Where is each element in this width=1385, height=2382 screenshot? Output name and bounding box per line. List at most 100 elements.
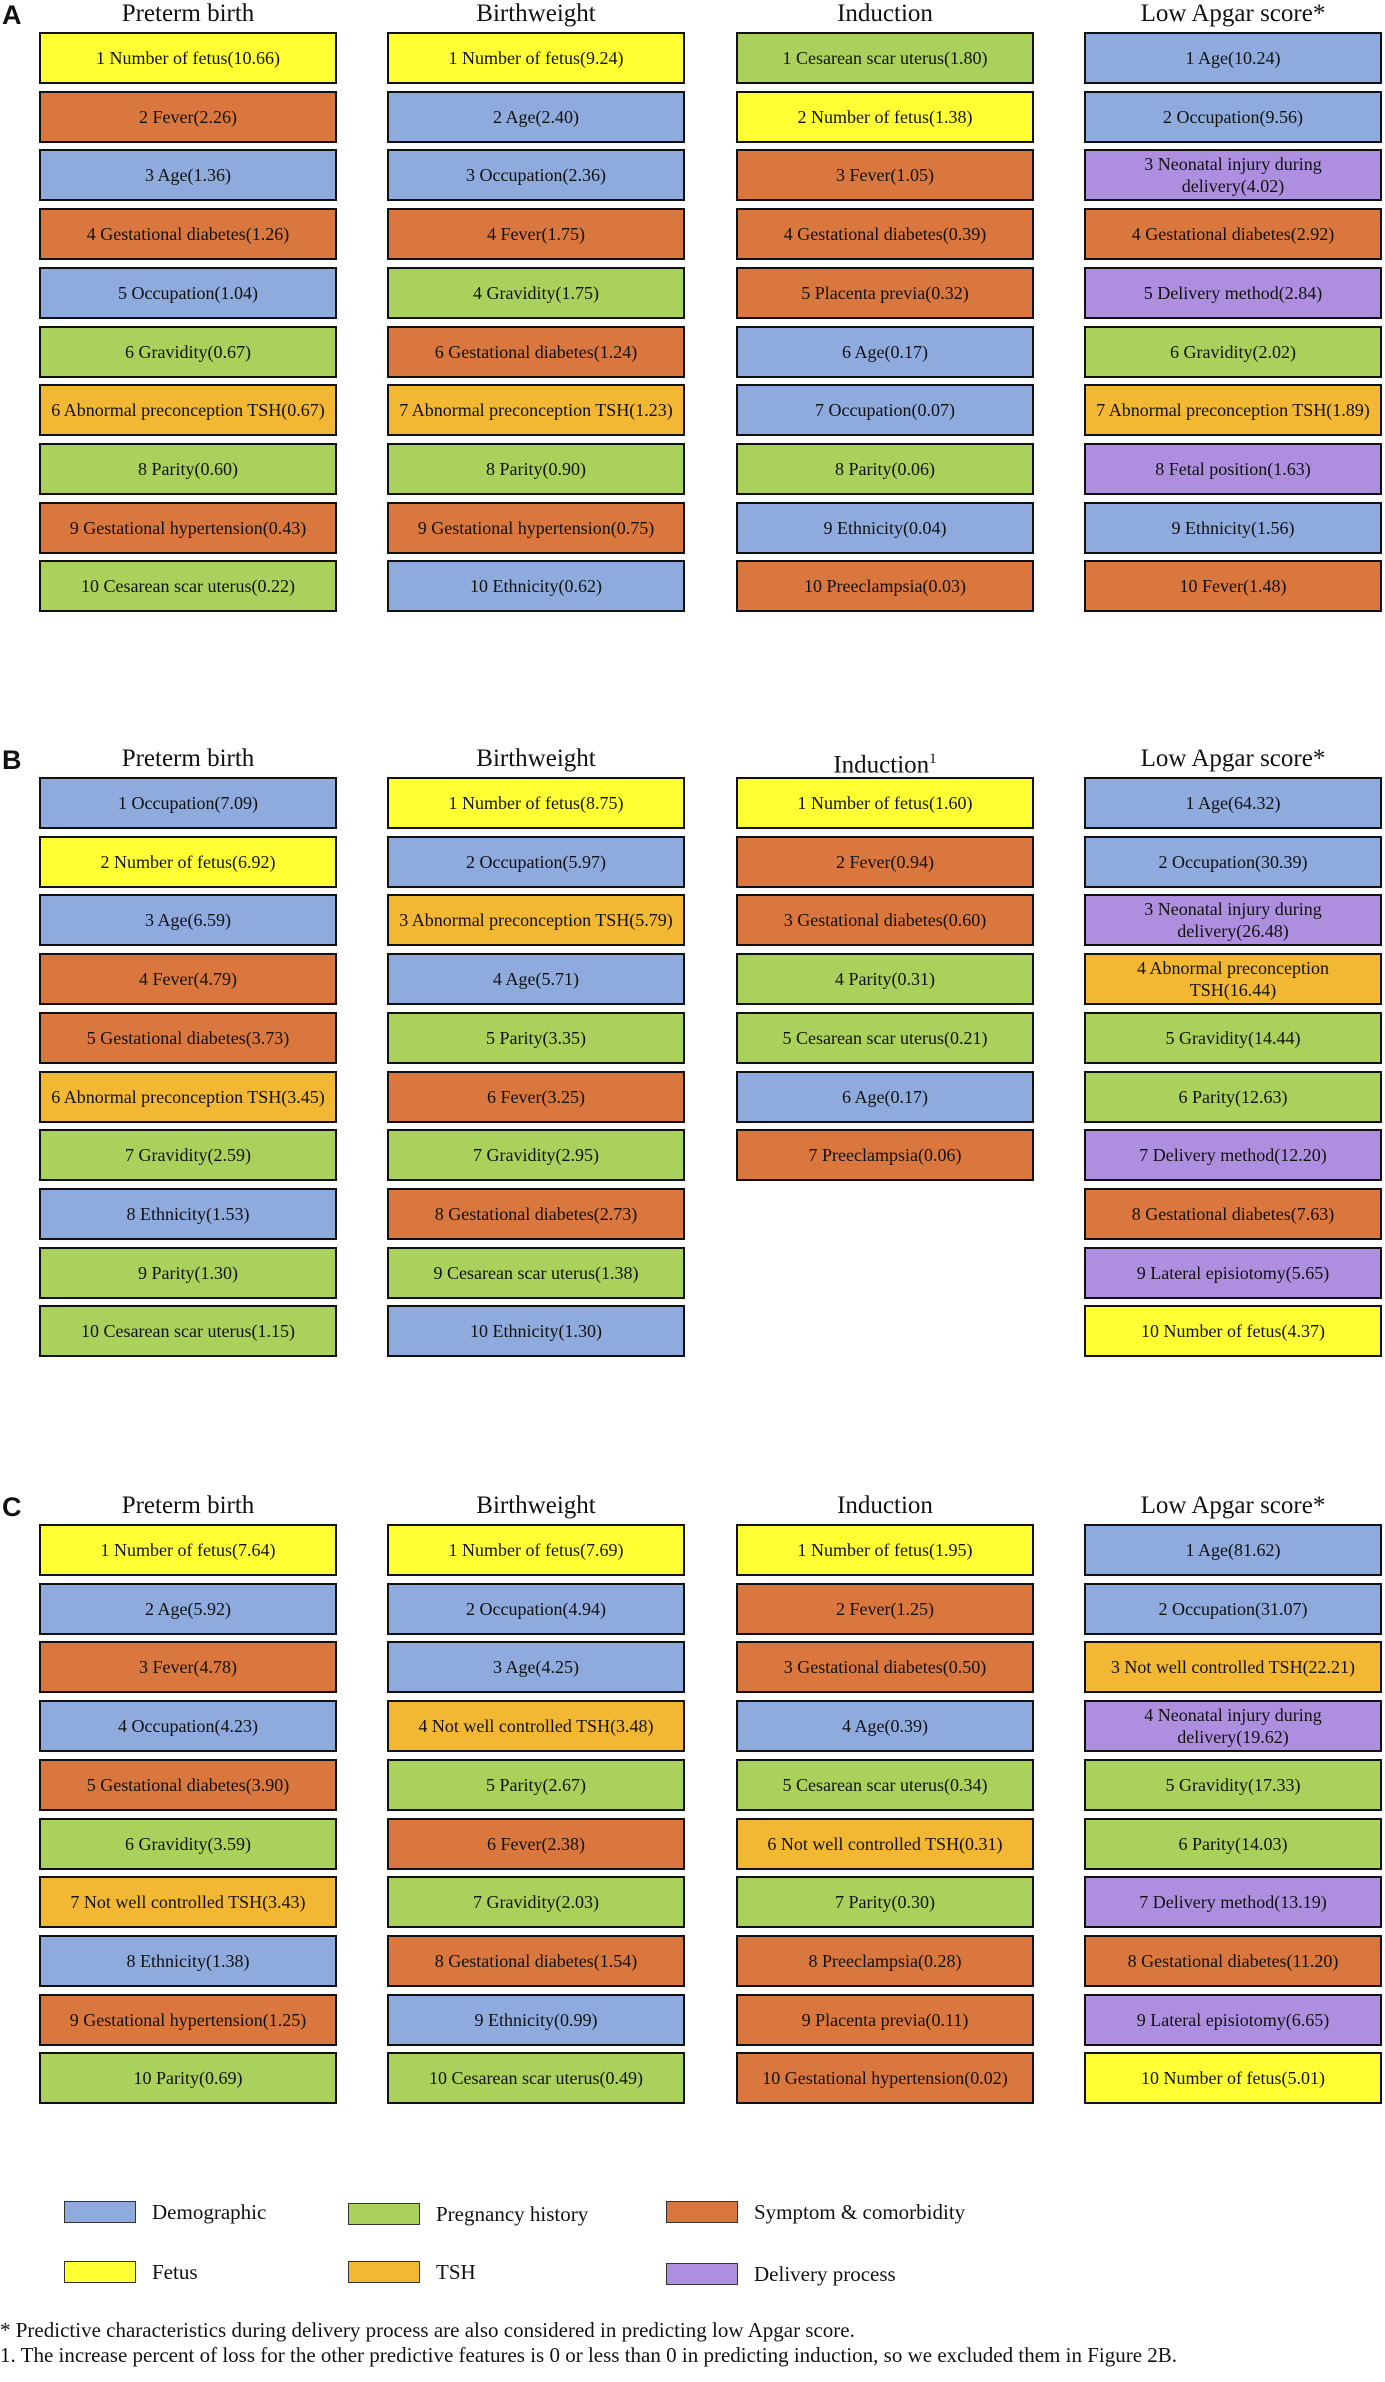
feature-box-pregnancy: 6 Gravidity(0.67): [39, 326, 337, 378]
feature-box-symptom: 3 Gestational diabetes(0.60): [736, 894, 1034, 946]
legend-swatch-pregnancy: [348, 2203, 420, 2225]
feature-box-demographic: 9 Ethnicity(1.56): [1084, 502, 1382, 554]
feature-box-demographic: 9 Ethnicity(0.04): [736, 502, 1034, 554]
legend: Demographic Pregnancy history Symptom & …: [0, 2195, 1385, 2305]
feature-box-symptom: 4 Gestational diabetes(2.92): [1084, 208, 1382, 260]
column-title-text: Induction: [837, 0, 933, 27]
legend-swatch-fetus: [64, 2261, 136, 2283]
feature-box-demographic: 3 Age(6.59): [39, 894, 337, 946]
column-title: Birthweight: [387, 745, 685, 773]
feature-box-tsh: 6 Abnormal preconception TSH(3.45): [39, 1071, 337, 1123]
column-title: Preterm birth: [39, 1492, 337, 1520]
feature-box-delivery: 9 Lateral episiotomy(6.65): [1084, 1994, 1382, 2046]
feature-box-symptom: 9 Gestational hypertension(1.25): [39, 1994, 337, 2046]
feature-box-demographic: 4 Occupation(4.23): [39, 1700, 337, 1752]
feature-box-pregnancy: 8 Parity(0.90): [387, 443, 685, 495]
feature-box-demographic: 2 Age(5.92): [39, 1583, 337, 1635]
feature-box-symptom: 8 Gestational diabetes(1.54): [387, 1935, 685, 1987]
column-title: Induction: [736, 1492, 1034, 1520]
legend-label-delivery: Delivery process: [754, 2262, 896, 2286]
feature-box-pregnancy: 5 Gravidity(14.44): [1084, 1012, 1382, 1064]
feature-box-delivery: 7 Delivery method(12.20): [1084, 1129, 1382, 1181]
legend-label-demographic: Demographic: [152, 2200, 267, 2224]
feature-box-tsh: 6 Not well controlled TSH(0.31): [736, 1818, 1034, 1870]
feature-box-demographic: 9 Ethnicity(0.99): [387, 1994, 685, 2046]
feature-box-pregnancy: 7 Gravidity(2.59): [39, 1129, 337, 1181]
legend-swatch-symptom: [666, 2201, 738, 2223]
feature-box-demographic: 2 Occupation(31.07): [1084, 1583, 1382, 1635]
feature-box-pregnancy: 5 Cesarean scar uterus(0.34): [736, 1759, 1034, 1811]
feature-box-demographic: 6 Age(0.17): [736, 326, 1034, 378]
feature-box-symptom: 10 Fever(1.48): [1084, 560, 1382, 612]
footnotes: * Predictive characteristics during deli…: [0, 2318, 1385, 2368]
panel-letter: C: [2, 1492, 22, 1522]
feature-box-pregnancy: 6 Gravidity(2.02): [1084, 326, 1382, 378]
feature-box-fetus: 1 Number of fetus(1.60): [736, 777, 1034, 829]
feature-box-symptom: 8 Gestational diabetes(11.20): [1084, 1935, 1382, 1987]
column-title: Low Apgar score*: [1084, 1492, 1382, 1520]
feature-box-tsh: 7 Abnormal preconception TSH(1.89): [1084, 384, 1382, 436]
feature-box-fetus: 1 Number of fetus(8.75): [387, 777, 685, 829]
feature-box-demographic: 2 Occupation(4.94): [387, 1583, 685, 1635]
feature-box-pregnancy: 1 Cesarean scar uterus(1.80): [736, 32, 1034, 84]
feature-box-demographic: 4 Age(0.39): [736, 1700, 1034, 1752]
column-title-text: Low Apgar score*: [1140, 1492, 1326, 1519]
feature-box-delivery: 8 Fetal position(1.63): [1084, 443, 1382, 495]
feature-box-demographic: 5 Occupation(1.04): [39, 267, 337, 319]
feature-box-demographic: 2 Occupation(30.39): [1084, 836, 1382, 888]
feature-box-symptom: 3 Gestational diabetes(0.50): [736, 1641, 1034, 1693]
feature-box-symptom: 4 Gestational diabetes(0.39): [736, 208, 1034, 260]
column-title: Induction1: [736, 745, 1034, 779]
feature-box-tsh: 6 Abnormal preconception TSH(0.67): [39, 384, 337, 436]
feature-box-symptom: 2 Fever(1.25): [736, 1583, 1034, 1635]
column-title: Preterm birth: [39, 0, 337, 28]
column-title-text: Preterm birth: [121, 745, 255, 772]
legend-swatch-delivery: [666, 2263, 738, 2285]
column-title-text: Low Apgar score*: [1140, 745, 1326, 772]
feature-box-delivery: 3 Neonatal injury during delivery(4.02): [1084, 149, 1382, 201]
feature-box-symptom: 5 Gestational diabetes(3.90): [39, 1759, 337, 1811]
panel-letter: B: [2, 745, 22, 775]
feature-box-demographic: 10 Ethnicity(1.30): [387, 1305, 685, 1357]
feature-box-symptom: 3 Fever(1.05): [736, 149, 1034, 201]
feature-box-symptom: 8 Gestational diabetes(7.63): [1084, 1188, 1382, 1240]
feature-box-pregnancy: 5 Parity(2.67): [387, 1759, 685, 1811]
feature-box-pregnancy: 8 Parity(0.60): [39, 443, 337, 495]
feature-box-symptom: 8 Gestational diabetes(2.73): [387, 1188, 685, 1240]
column-title: Induction: [736, 0, 1034, 28]
footnote-1: 1. The increase percent of loss for the …: [0, 2343, 1178, 2367]
feature-box-pregnancy: 8 Parity(0.06): [736, 443, 1034, 495]
feature-box-tsh: 7 Not well controlled TSH(3.43): [39, 1876, 337, 1928]
column-title-text: Preterm birth: [121, 1492, 255, 1519]
feature-box-symptom: 6 Fever(3.25): [387, 1071, 685, 1123]
column-title-text: Induction: [833, 751, 930, 779]
feature-box-fetus: 1 Number of fetus(1.95): [736, 1524, 1034, 1576]
feature-box-fetus: 1 Number of fetus(10.66): [39, 32, 337, 84]
feature-box-demographic: 3 Age(1.36): [39, 149, 337, 201]
feature-box-demographic: 1 Age(81.62): [1084, 1524, 1382, 1576]
feature-box-demographic: 7 Occupation(0.07): [736, 384, 1034, 436]
feature-box-symptom: 10 Gestational hypertension(0.02): [736, 2052, 1034, 2104]
feature-box-symptom: 5 Gestational diabetes(3.73): [39, 1012, 337, 1064]
feature-box-symptom: 10 Preeclampsia(0.03): [736, 560, 1034, 612]
feature-box-symptom: 2 Fever(0.94): [736, 836, 1034, 888]
feature-box-demographic: 1 Occupation(7.09): [39, 777, 337, 829]
feature-box-delivery: 5 Delivery method(2.84): [1084, 267, 1382, 319]
feature-box-tsh: 7 Abnormal preconception TSH(1.23): [387, 384, 685, 436]
feature-box-pregnancy: 10 Cesarean scar uterus(0.22): [39, 560, 337, 612]
feature-box-fetus: 1 Number of fetus(9.24): [387, 32, 685, 84]
feature-box-demographic: 3 Age(4.25): [387, 1641, 685, 1693]
feature-box-fetus: 10 Number of fetus(4.37): [1084, 1305, 1382, 1357]
feature-box-delivery: 3 Neonatal injury during delivery(26.48): [1084, 894, 1382, 946]
column-title: Preterm birth: [39, 745, 337, 773]
column-title-text: Birthweight: [476, 0, 596, 27]
feature-box-symptom: 4 Gestational diabetes(1.26): [39, 208, 337, 260]
feature-box-symptom: 7 Preeclampsia(0.06): [736, 1129, 1034, 1181]
feature-box-pregnancy: 6 Gravidity(3.59): [39, 1818, 337, 1870]
feature-box-pregnancy: 4 Gravidity(1.75): [387, 267, 685, 319]
feature-box-symptom: 2 Fever(2.26): [39, 91, 337, 143]
feature-box-pregnancy: 5 Cesarean scar uterus(0.21): [736, 1012, 1034, 1064]
feature-box-symptom: 6 Gestational diabetes(1.24): [387, 326, 685, 378]
feature-box-tsh: 3 Abnormal preconception TSH(5.79): [387, 894, 685, 946]
column-title-text: Preterm birth: [121, 0, 255, 27]
